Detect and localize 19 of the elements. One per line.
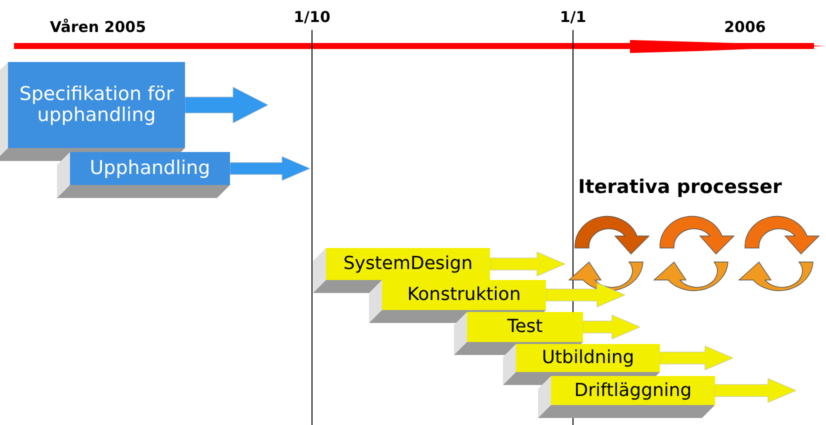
timeline-label: 2006 [724, 18, 766, 36]
task-box: Utbildning [516, 344, 660, 372]
task-box: Specifikation för upphandling [8, 62, 185, 148]
block-arrow [582, 314, 640, 340]
section-title: Iterativa processer [578, 176, 782, 198]
block-arrow [490, 252, 566, 276]
block-arrow [230, 156, 310, 181]
task-box: Test [467, 312, 583, 342]
block-arrow [546, 282, 626, 308]
task-box: Konstruktion [382, 280, 546, 310]
timeline-label: Våren 2005 [50, 18, 146, 36]
task-box: Driftläggning [551, 376, 715, 405]
task-box: SystemDesign [326, 248, 490, 280]
block-arrow [660, 346, 734, 370]
block-arrow [714, 378, 796, 403]
timeline-label: 1/1 [560, 8, 586, 26]
timeline-label: 1/10 [294, 8, 330, 26]
task-box: Upphandling [70, 152, 230, 185]
block-arrow [184, 86, 268, 124]
